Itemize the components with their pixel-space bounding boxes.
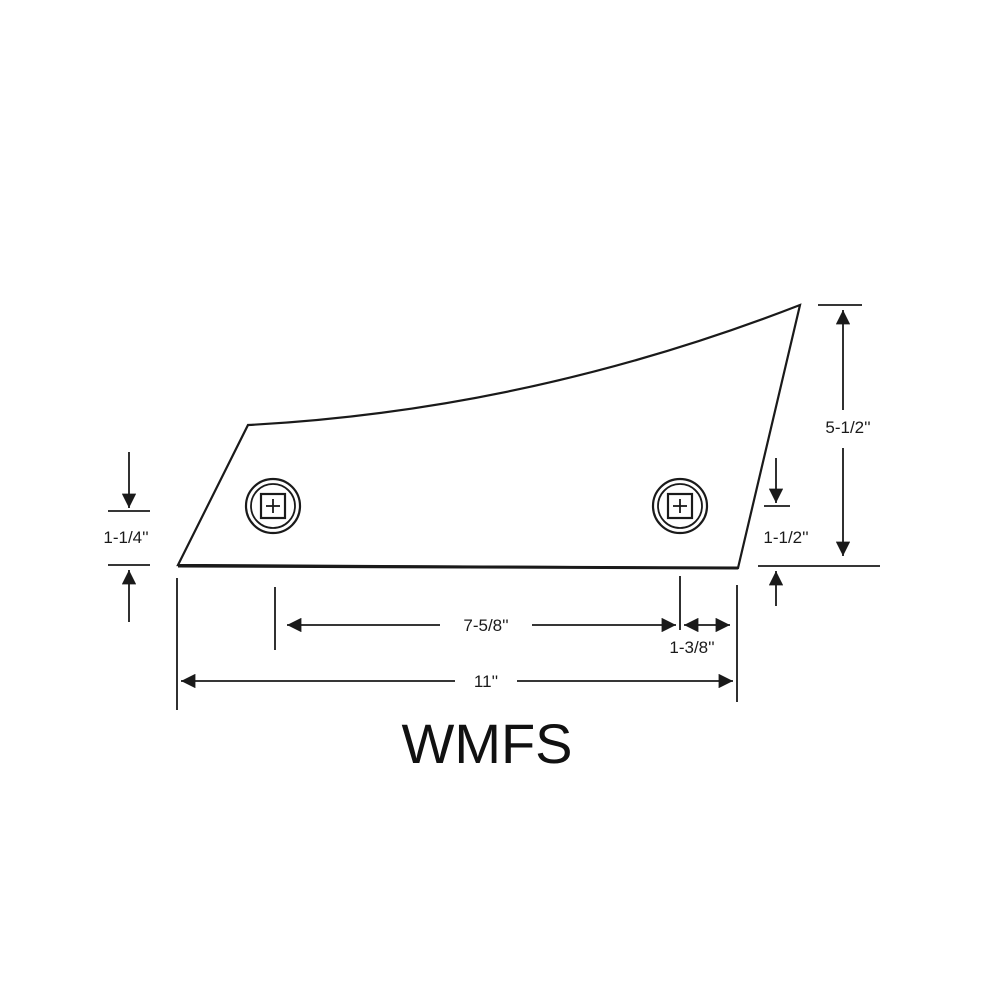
hole-spacing-dimension: 7-5/8'' [274,576,681,650]
right-hole-offset-dimension: 1-3/8'' [669,617,730,657]
left-hole-height-label: 1-1/4'' [103,528,148,547]
right-hole-height-label: 1-1/2'' [763,528,808,547]
model-label: WMFS [401,712,572,775]
right-hole-offset-label: 1-3/8'' [669,638,714,657]
overall-width-label: 11'' [474,672,498,691]
left-hole-height-dimension: 1-1/4'' [103,452,150,622]
right-mounting-hole [651,477,709,535]
right-hole-height-dimension: 1-1/2'' [763,458,809,606]
part-base-edge [177,564,739,570]
left-mounting-hole [244,477,302,535]
hole-spacing-label: 7-5/8'' [463,616,508,635]
height-dimension: 5-1/2'' [758,304,880,567]
part-outline [176,303,802,570]
overall-width-dimension: 11'' [176,578,738,710]
height-dimension-label: 5-1/2'' [825,418,870,437]
